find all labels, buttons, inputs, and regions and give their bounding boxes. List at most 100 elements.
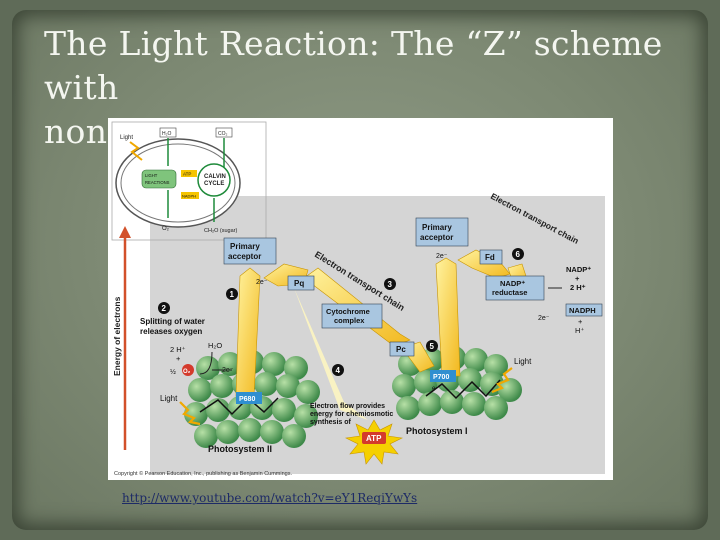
- inset-light-label: Light: [120, 135, 133, 141]
- primary-acceptor-ps1-box: [415, 217, 469, 247]
- cyto-line1: Cytochrome: [326, 307, 370, 316]
- nadp-reductase-box: [485, 275, 545, 301]
- red-line2: reductase: [492, 288, 527, 297]
- red-line1: NADP⁺: [500, 279, 525, 288]
- inset-atp-label: ATP: [183, 172, 191, 177]
- p680-label: P680: [239, 396, 255, 403]
- two-h-label: 2 H⁺+: [170, 345, 186, 363]
- cytochrome-box: [321, 303, 383, 329]
- inset-light-reactions-box: [141, 169, 177, 189]
- youtube-link[interactable]: http://www.youtube.com/watch?v=eY1ReqiYw…: [122, 491, 418, 505]
- th-line1: 2 H⁺: [170, 345, 186, 354]
- step-6-label: 6: [516, 250, 521, 259]
- energy-axis-arrowhead: [119, 226, 131, 238]
- inset-nadph-box: [181, 192, 199, 199]
- p680-box: [236, 392, 262, 404]
- hp-line2: H⁺: [575, 326, 584, 335]
- step-2-badge: 2: [158, 302, 170, 314]
- nadph-box: [565, 303, 603, 317]
- cyto-line2: complex: [334, 316, 365, 325]
- inset-sugar-label: CH₂O (sugar): [204, 228, 237, 234]
- atp-box: [362, 432, 386, 444]
- light-right-arrow: [491, 367, 513, 394]
- pq-box: [287, 275, 315, 291]
- fd-label: Fd: [485, 253, 495, 262]
- e-label-5: e: [432, 386, 436, 392]
- ef-line1: Electron flow provides: [310, 403, 385, 410]
- p700-label: P700: [433, 374, 449, 381]
- inset-light-reactions-1: LIGHT: [145, 173, 158, 178]
- inset-light-arrow: [129, 141, 143, 161]
- pa1-line2: acceptor: [228, 252, 261, 261]
- e-label-1: 2e⁻: [256, 279, 268, 286]
- step-1-label: 1: [230, 290, 235, 299]
- atp-label: ATP: [366, 434, 382, 443]
- inset-calvin-circle: [197, 163, 231, 197]
- water-split-arrow: [199, 351, 213, 375]
- primary-acceptor-ps2-box: [223, 237, 277, 265]
- ef-line2: energy for chemiosmotic: [310, 411, 393, 418]
- light-left-arrow: [179, 401, 201, 426]
- pa2-line1: Primary: [422, 223, 452, 232]
- chloroplast-inset: Light H₂O CO₂ LIGHT REACTIONS CALVIN CYC…: [111, 121, 267, 241]
- inset-co2-label: CO₂: [218, 131, 228, 137]
- inset-light-reactions-2: REACTIONS: [145, 180, 170, 185]
- step-4-label: 4: [336, 366, 341, 375]
- h-plus-label: +H⁺: [575, 317, 584, 335]
- copyright-label: Copyright © Pearson Education, Inc., pub…: [114, 470, 292, 477]
- ps2-energy-zigzag: [199, 396, 279, 416]
- th-line2: +: [176, 354, 181, 363]
- nadp-plus-label: NADP⁺+2 H⁺: [566, 265, 591, 292]
- z-scheme-figure: Light H₂O CO₂ LIGHT REACTIONS CALVIN CYC…: [108, 118, 613, 480]
- title-line-1: The Light Reaction: The “Z” scheme with: [44, 24, 663, 107]
- energy-axis-label: Energy of electrons: [112, 296, 122, 376]
- e-label-3: 2e⁻: [538, 315, 550, 322]
- step-1-badge: 1: [226, 288, 238, 300]
- step-4-badge: 4: [332, 364, 344, 376]
- nadph-label: NADPH: [569, 306, 596, 315]
- pa1-line1: Primary: [230, 242, 260, 251]
- step-5-label: 5: [430, 342, 435, 351]
- ps1-excitation-arrow: [435, 257, 461, 377]
- z-scheme-diagram: Light H₂O CO₂ LIGHT REACTIONS CALVIN CYC…: [111, 121, 605, 477]
- e-label-2: 2e⁻: [436, 253, 448, 260]
- nadp-reductase-label: NADP⁺reductase: [492, 279, 527, 297]
- np-line2: +: [575, 274, 580, 283]
- light-right-label: Light: [514, 357, 532, 366]
- half-label: ½: [170, 368, 176, 376]
- photosystem-ii-label: Photosystem II: [208, 444, 272, 454]
- np-line1: NADP⁺: [566, 265, 591, 274]
- step-2-label: 2: [162, 304, 167, 313]
- h2o-label: H₂O: [208, 341, 222, 350]
- pq-label: Pq: [294, 279, 304, 288]
- split-line1: Splitting of water: [140, 317, 205, 326]
- inset-o2-label: O₂: [162, 226, 170, 232]
- split-line2: releases oxygen: [140, 327, 202, 336]
- p700-box: [430, 370, 456, 382]
- step-3-label: 3: [388, 280, 393, 289]
- light-left-label: Light: [160, 394, 178, 403]
- step-6-badge: 6: [512, 248, 524, 260]
- inset-calvin-2: CYCLE: [204, 181, 224, 187]
- ef-line3: synthesis of: [310, 419, 352, 426]
- photosystem-i-label: Photosystem I: [406, 426, 468, 436]
- pc-box: [389, 341, 415, 357]
- np-line3: 2 H⁺: [570, 283, 586, 292]
- inset-nadph-label: NADPH: [182, 194, 196, 199]
- step-3-badge: 3: [384, 278, 396, 290]
- o2-circle: [182, 364, 194, 376]
- o2-label: O₂: [183, 369, 191, 375]
- step-5-badge: 5: [426, 340, 438, 352]
- pa2-line2: acceptor: [420, 233, 453, 242]
- inset-atp-box: [181, 170, 197, 177]
- hp-line1: +: [578, 317, 583, 326]
- inset-calvin-1: CALVIN: [204, 174, 226, 180]
- ps1-energy-zigzag: [425, 379, 501, 400]
- fd-box: [479, 249, 503, 265]
- inset-h2o-label: H₂O: [162, 131, 172, 137]
